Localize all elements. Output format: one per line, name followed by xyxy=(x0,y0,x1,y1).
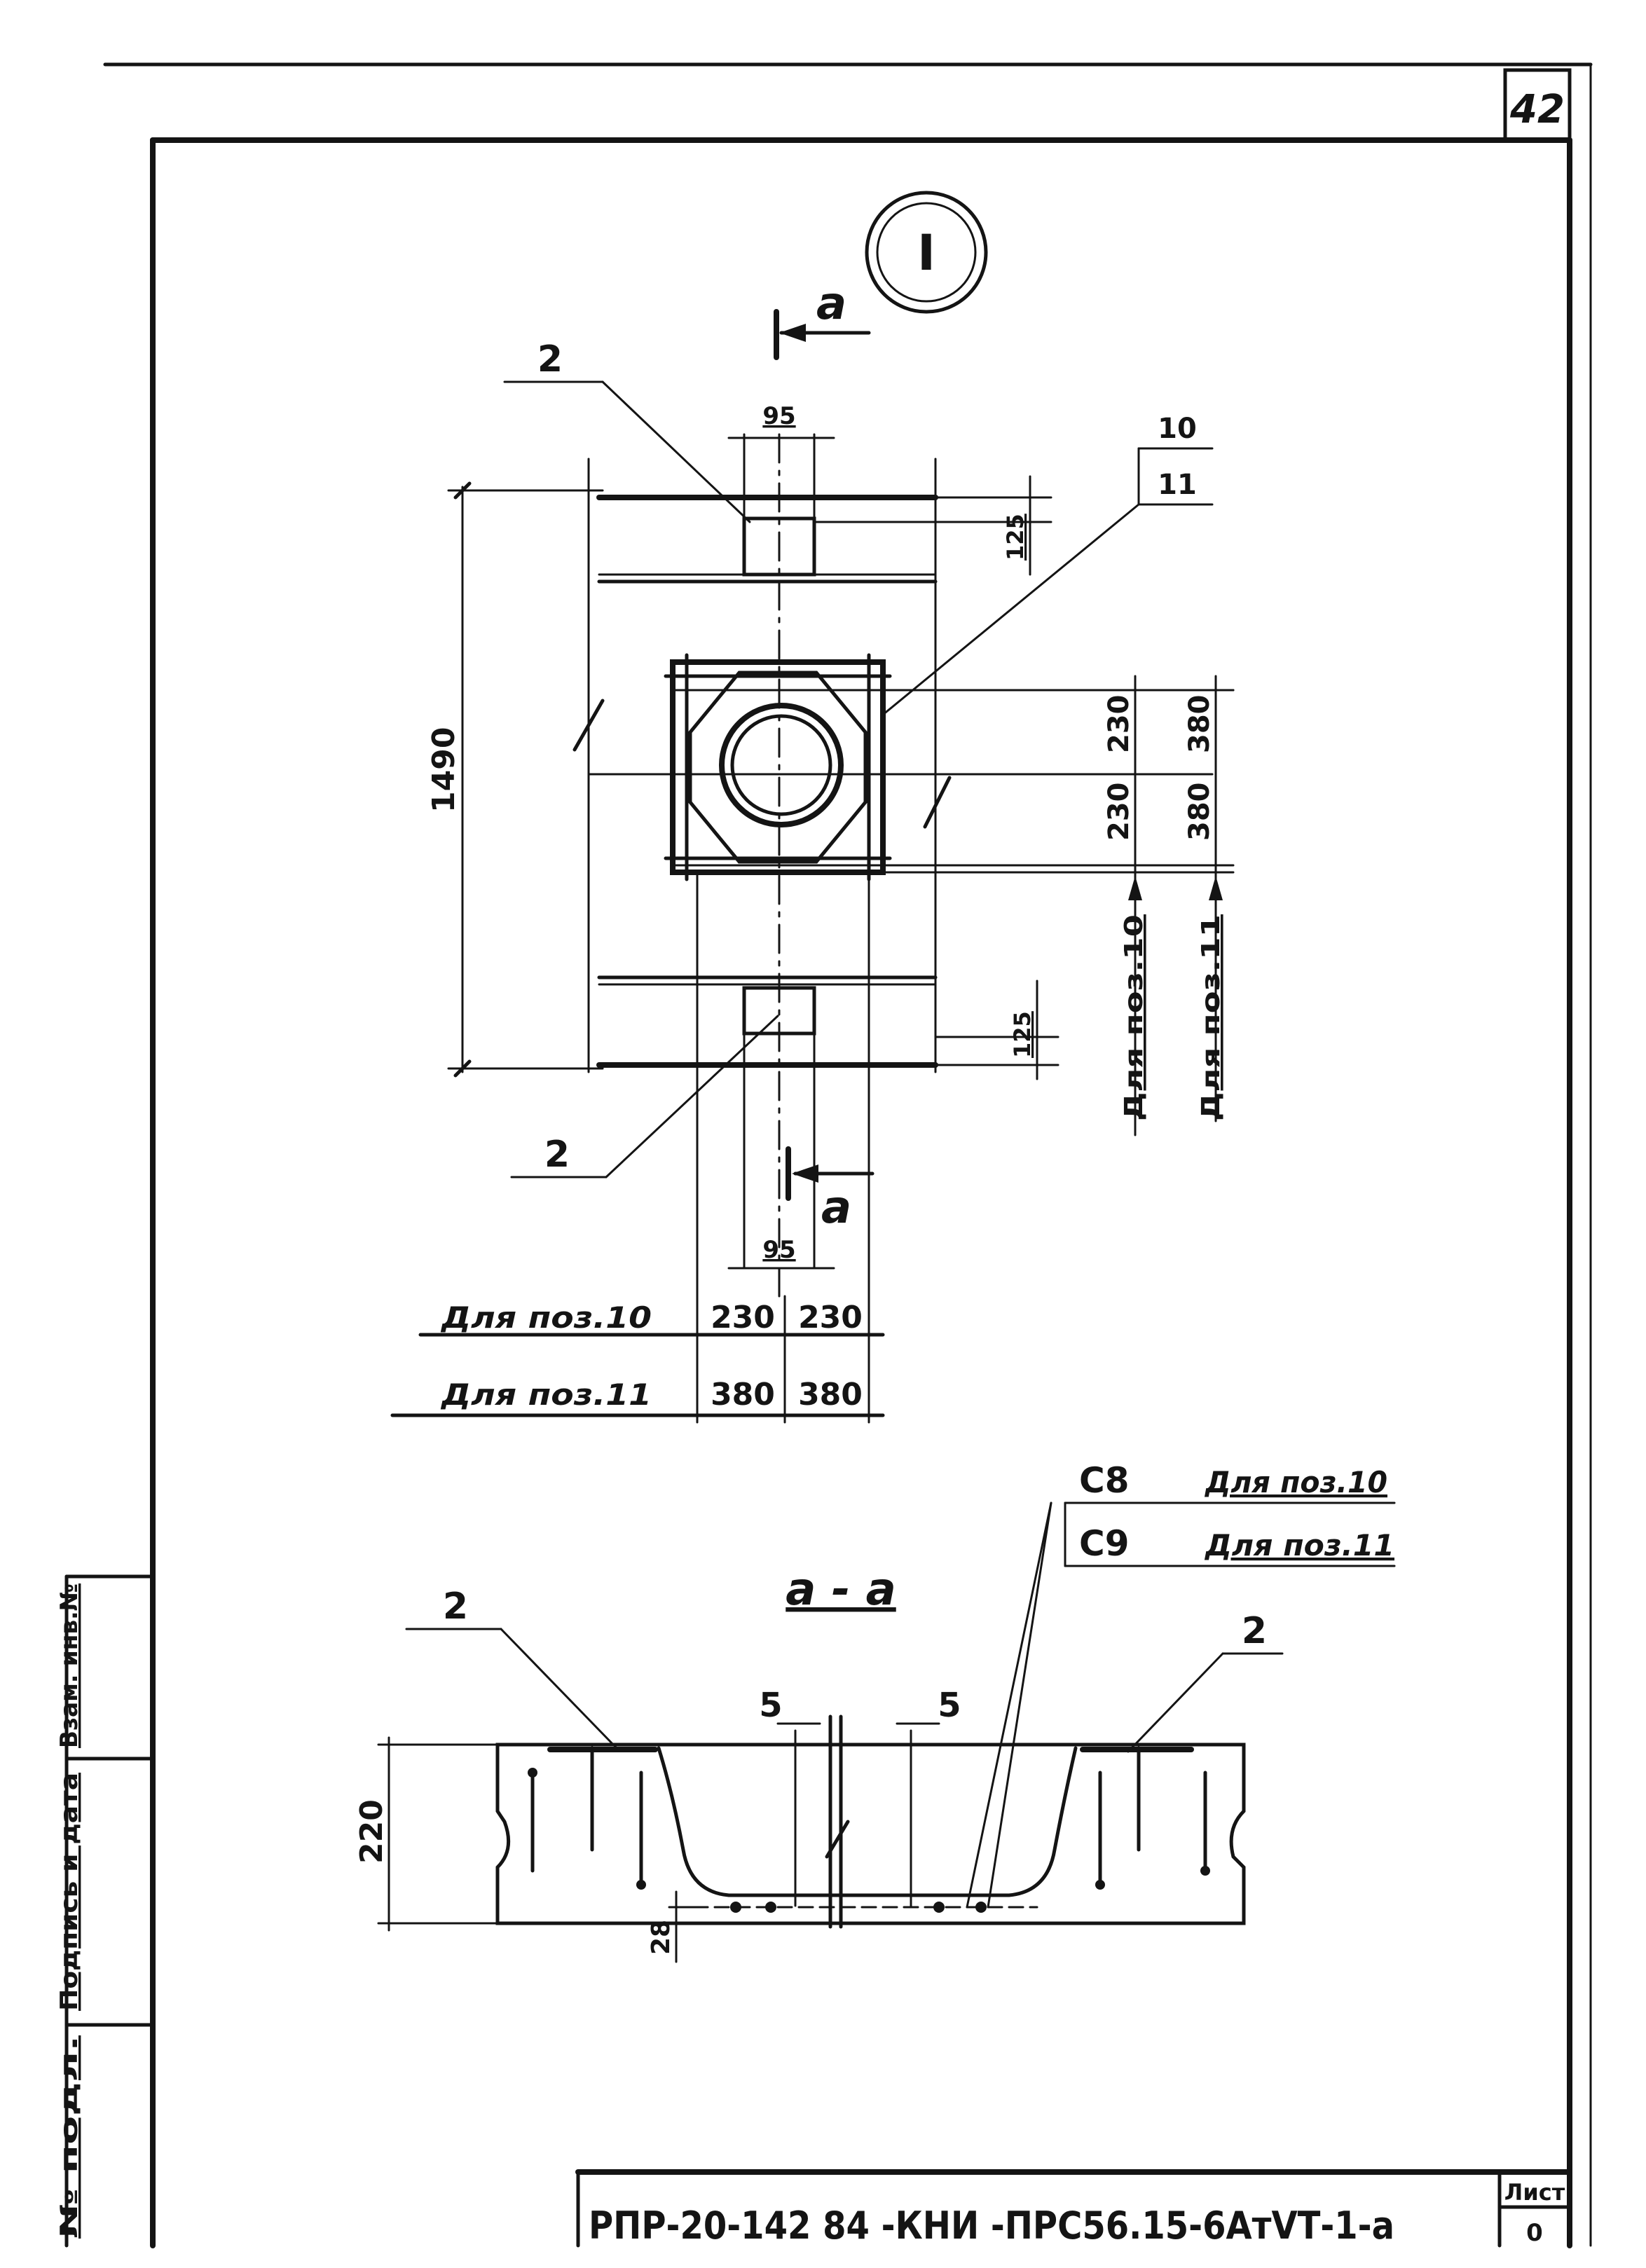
legend-c9-code: С9 xyxy=(1079,1523,1129,1564)
sheet-frame xyxy=(103,62,1593,2248)
dim-230-b: 230 xyxy=(1103,783,1135,841)
callout-2-top: 2 xyxy=(537,338,563,380)
label-pos10-vertical: Для поз.10 xyxy=(1120,914,1148,1121)
side-cell-bottom: № подл. xyxy=(55,2035,83,2239)
callout-2-bottom: 2 xyxy=(544,1134,570,1176)
side-cell-middle: Подпись и дата xyxy=(55,1773,83,2011)
dim-95-top: 95 xyxy=(762,402,795,430)
dim-220: 220 xyxy=(354,1799,390,1864)
plan-view xyxy=(390,191,1235,1424)
dim-95-bottom: 95 xyxy=(762,1236,795,1264)
stamp-sheet-value: 0 xyxy=(1526,2219,1543,2247)
row2-val-b: 380 xyxy=(798,1377,863,1413)
dim-5-right: 5 xyxy=(938,1686,961,1725)
row2-label: Для поз.11 xyxy=(440,1377,652,1412)
page-number: 42 xyxy=(1509,87,1565,132)
legend-c8-code: С8 xyxy=(1079,1460,1129,1501)
callout-11: 11 xyxy=(1158,469,1197,501)
section-view xyxy=(377,1501,1396,1963)
callout-10: 10 xyxy=(1158,413,1197,445)
dim-380-b: 380 xyxy=(1184,783,1216,841)
detail-marker: I xyxy=(917,224,935,282)
callout-2-right: 2 xyxy=(1242,1610,1267,1652)
section-mark-top: а xyxy=(816,278,846,330)
dim-28: 28 xyxy=(647,1920,675,1955)
side-cell-top: Взам. инв.№ xyxy=(55,1583,83,1748)
row1-val-b: 230 xyxy=(798,1300,863,1335)
dim-125-bottom: 125 xyxy=(1009,1011,1036,1058)
section-title: а - а xyxy=(786,1564,896,1616)
dim-380-a: 380 xyxy=(1184,695,1216,754)
row1-label: Для поз.10 xyxy=(440,1300,652,1335)
stamp-code: РПР-20-142 84 -КНИ -ПРС56.15-6АтVТ-1-а xyxy=(589,2204,1394,2248)
callout-2-left: 2 xyxy=(443,1586,468,1628)
label-pos11-vertical: Для поз.11 xyxy=(1197,914,1226,1121)
dim-230-a: 230 xyxy=(1103,695,1135,754)
side-strip xyxy=(64,1574,155,2248)
dim-5-left: 5 xyxy=(759,1686,782,1725)
stamp-sheet-label: Лист xyxy=(1504,2179,1565,2206)
row1-val-a: 230 xyxy=(711,1300,775,1335)
legend-c9-text: Для поз.11 xyxy=(1204,1528,1394,1562)
legend-c8-text: Для поз.10 xyxy=(1204,1465,1387,1499)
dim-1490: 1490 xyxy=(426,727,462,813)
dim-125-top: 125 xyxy=(1002,514,1029,561)
section-mark-bottom: а xyxy=(821,1182,851,1234)
row2-val-a: 380 xyxy=(711,1377,775,1413)
